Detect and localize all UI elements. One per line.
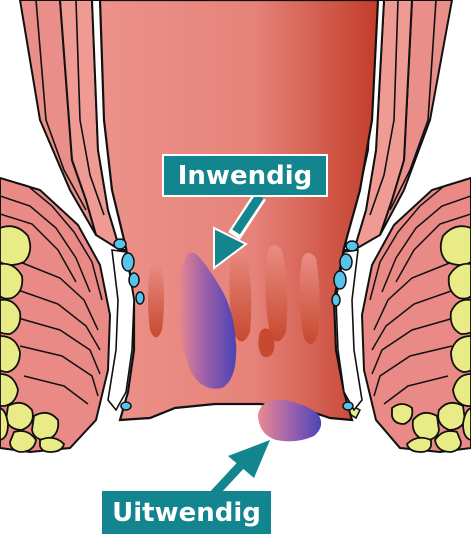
internal-hemorrhoid-label: Inwendig: [162, 154, 328, 197]
external-hemorrhoid-label: Uitwendig: [102, 491, 271, 534]
rectum: [100, 0, 378, 420]
arrow-external: [214, 440, 270, 494]
